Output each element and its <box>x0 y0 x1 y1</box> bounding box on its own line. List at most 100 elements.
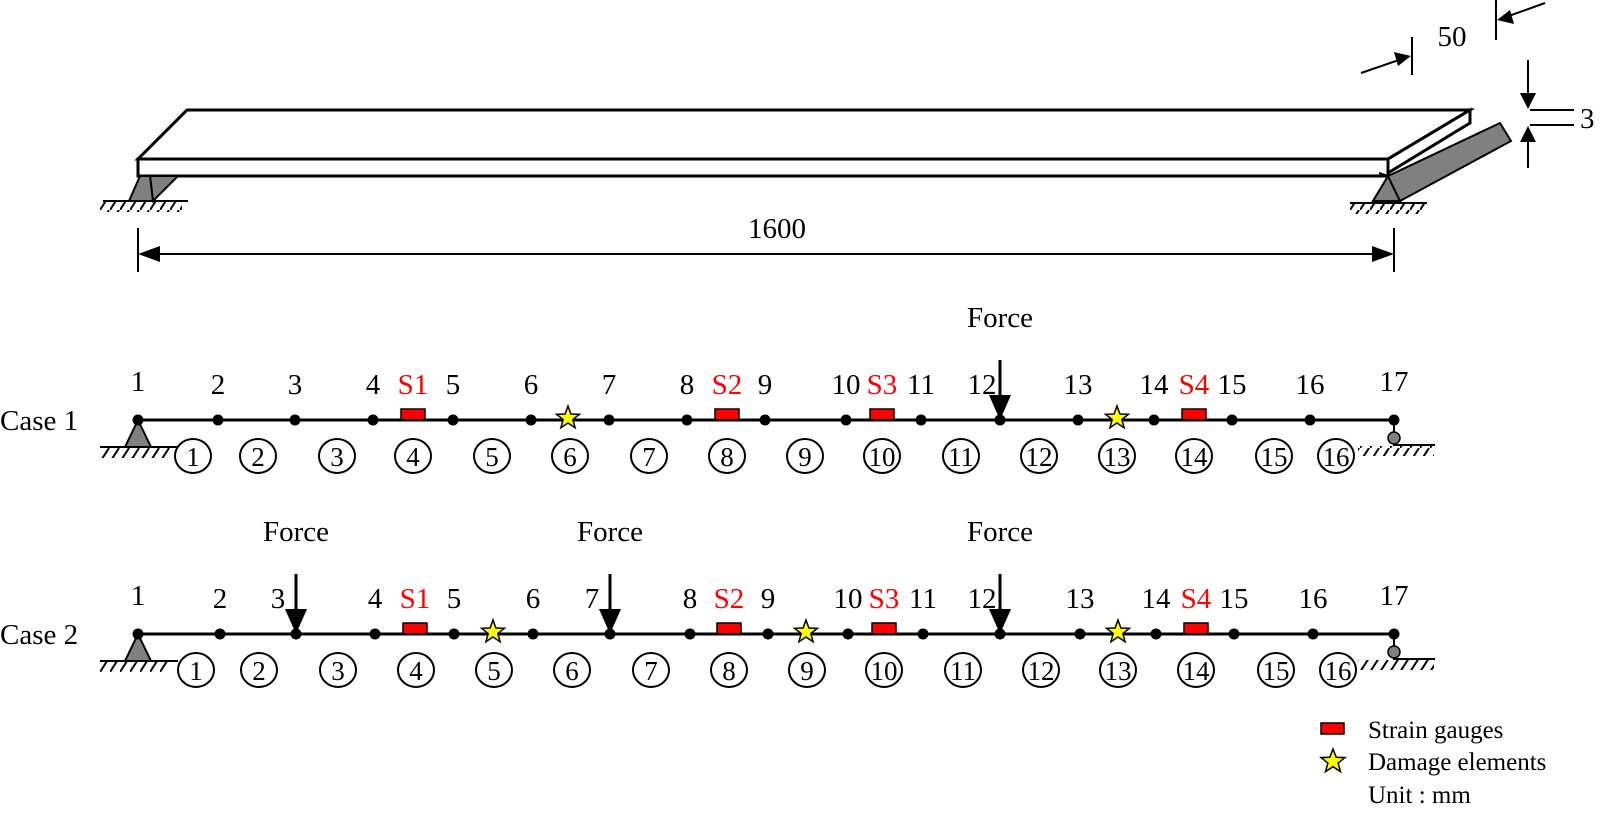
node-label: 9 <box>761 583 776 615</box>
element-1: 1 <box>177 652 215 688</box>
gauge-label: S1 <box>400 583 431 615</box>
strain-gauge-icon <box>402 622 428 635</box>
width-label: 50 <box>1438 21 1467 53</box>
element-7: 7 <box>630 438 668 474</box>
node-label: 6 <box>526 583 541 615</box>
element-13: 13 <box>1099 652 1137 688</box>
node-label: 3 <box>271 583 286 615</box>
element-3: 3 <box>319 652 357 688</box>
element-label: 14 <box>1183 656 1211 686</box>
legend-strain-gauges: Strain gauges <box>1320 717 1503 744</box>
node-10: 10 <box>832 369 861 426</box>
node-6: 6 <box>524 369 538 426</box>
element-label: 13 <box>1104 442 1131 472</box>
unit-label: Unit : mm <box>1368 782 1471 809</box>
element-16: 16 <box>1317 438 1355 474</box>
node-14: 14 <box>1140 369 1169 426</box>
node-14: 14 <box>1142 583 1172 640</box>
element-9: 9 <box>788 652 826 688</box>
gauge-label: S3 <box>869 583 900 615</box>
node-label: 15 <box>1220 583 1249 615</box>
element-12: 12 <box>1022 652 1060 688</box>
element-label: 2 <box>251 442 265 472</box>
element-label: 3 <box>331 656 345 686</box>
element-14: 14 <box>1177 652 1215 688</box>
node-5: 5 <box>447 583 461 640</box>
thickness-label: 3 <box>1580 103 1595 135</box>
force-label: Force <box>577 516 643 548</box>
node-label: 1 <box>131 366 146 398</box>
strain-gauge-s1: S1 <box>398 369 429 421</box>
element-5: 5 <box>473 438 511 474</box>
element-label: 7 <box>642 442 656 472</box>
node-label: 4 <box>368 583 383 615</box>
element-label: 2 <box>252 656 266 686</box>
node-label: 10 <box>834 583 863 615</box>
strain-gauge-s2: S2 <box>712 369 743 421</box>
strain-gauge-icon <box>871 622 897 635</box>
left-support-3d <box>100 175 188 212</box>
force-arrow: Force <box>263 516 329 634</box>
node-9: 9 <box>758 369 772 426</box>
node-label: 14 <box>1142 583 1172 615</box>
element-label: 8 <box>722 656 736 686</box>
force-label: Force <box>967 516 1033 548</box>
node-15: 15 <box>1218 369 1247 426</box>
element-16: 16 <box>1319 652 1357 688</box>
node-17: 17 <box>1380 580 1409 640</box>
node-6: 6 <box>526 583 541 640</box>
damage-star-icon <box>1104 617 1132 644</box>
node-label: 17 <box>1380 580 1409 612</box>
force-arrow: Force <box>967 302 1033 420</box>
element-15: 15 <box>1255 438 1293 474</box>
element-label: 14 <box>1181 442 1209 472</box>
strain-gauge-s3: S3 <box>869 583 900 635</box>
node-8: 8 <box>683 583 697 640</box>
legend-strain-gauges-label: Strain gauges <box>1368 717 1503 744</box>
node-label: 3 <box>288 369 303 401</box>
legend: Strain gauges Damage elements Unit : mm <box>1318 717 1546 809</box>
element-3: 3 <box>318 438 356 474</box>
element-13: 13 <box>1098 438 1136 474</box>
strain-gauge-s2: S2 <box>714 583 744 635</box>
right-support-3d <box>1350 121 1513 214</box>
node-label: 11 <box>909 583 937 615</box>
element-label: 9 <box>800 656 814 686</box>
gauge-label: S1 <box>398 369 429 401</box>
element-8: 8 <box>708 438 746 474</box>
node-label: 16 <box>1299 583 1328 615</box>
gauge-label: S2 <box>712 369 743 401</box>
element-label: 7 <box>644 656 658 686</box>
node-2: 2 <box>211 369 226 426</box>
node-label: 11 <box>907 369 935 401</box>
damage-star-icon <box>479 617 507 644</box>
node-11: 11 <box>909 583 937 640</box>
strain-gauge-icon <box>716 622 742 635</box>
node-2: 2 <box>213 583 227 640</box>
element-label: 8 <box>720 442 734 472</box>
thickness-dimension: 3 <box>1520 60 1595 168</box>
width-dimension: 50 <box>1360 0 1546 75</box>
element-label: 1 <box>186 442 200 472</box>
case-label: Case 2 <box>0 619 78 651</box>
element-2: 2 <box>239 438 277 474</box>
node-label: 5 <box>446 369 461 401</box>
node-11: 11 <box>907 369 935 426</box>
node-1: 1 <box>131 366 146 426</box>
element-label: 5 <box>485 442 499 472</box>
element-11: 11 <box>944 652 982 688</box>
node-label: 2 <box>211 369 226 401</box>
element-7: 7 <box>632 652 670 688</box>
strain-gauge-icon <box>869 408 895 421</box>
node-12: 12 <box>968 583 1006 640</box>
damage-star-icon <box>1318 746 1348 774</box>
element-label: 10 <box>871 656 898 686</box>
element-2: 2 <box>240 652 278 688</box>
damage-star-icon <box>792 617 820 644</box>
roller-support <box>1358 634 1435 670</box>
force-label: Force <box>967 302 1033 334</box>
element-15: 15 <box>1257 652 1295 688</box>
element-10: 10 <box>863 438 901 474</box>
damage-star-icon <box>554 403 582 430</box>
